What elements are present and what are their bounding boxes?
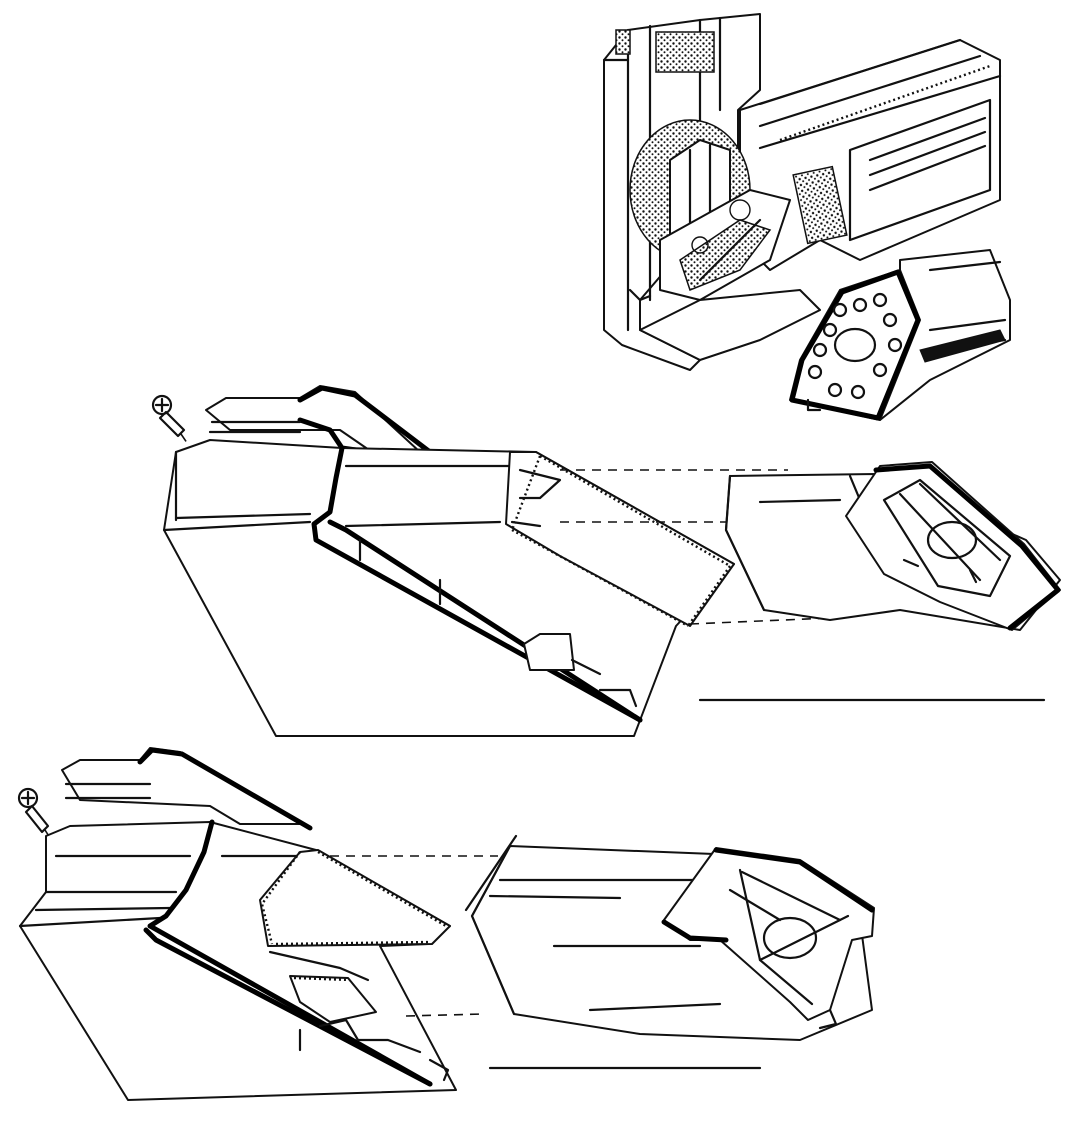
connector-block-upper [724, 461, 1061, 631]
frame-profile-lower [17, 747, 457, 1101]
corner-connector-insert [789, 249, 1011, 421]
screw-icon [151, 394, 201, 463]
connector-block-lower [470, 844, 875, 1041]
frame-profile-upper [151, 385, 735, 737]
alignment-guides-upper [560, 469, 1046, 702]
insert-holes [807, 292, 903, 400]
corner-joint-cutaway [602, 13, 1002, 371]
